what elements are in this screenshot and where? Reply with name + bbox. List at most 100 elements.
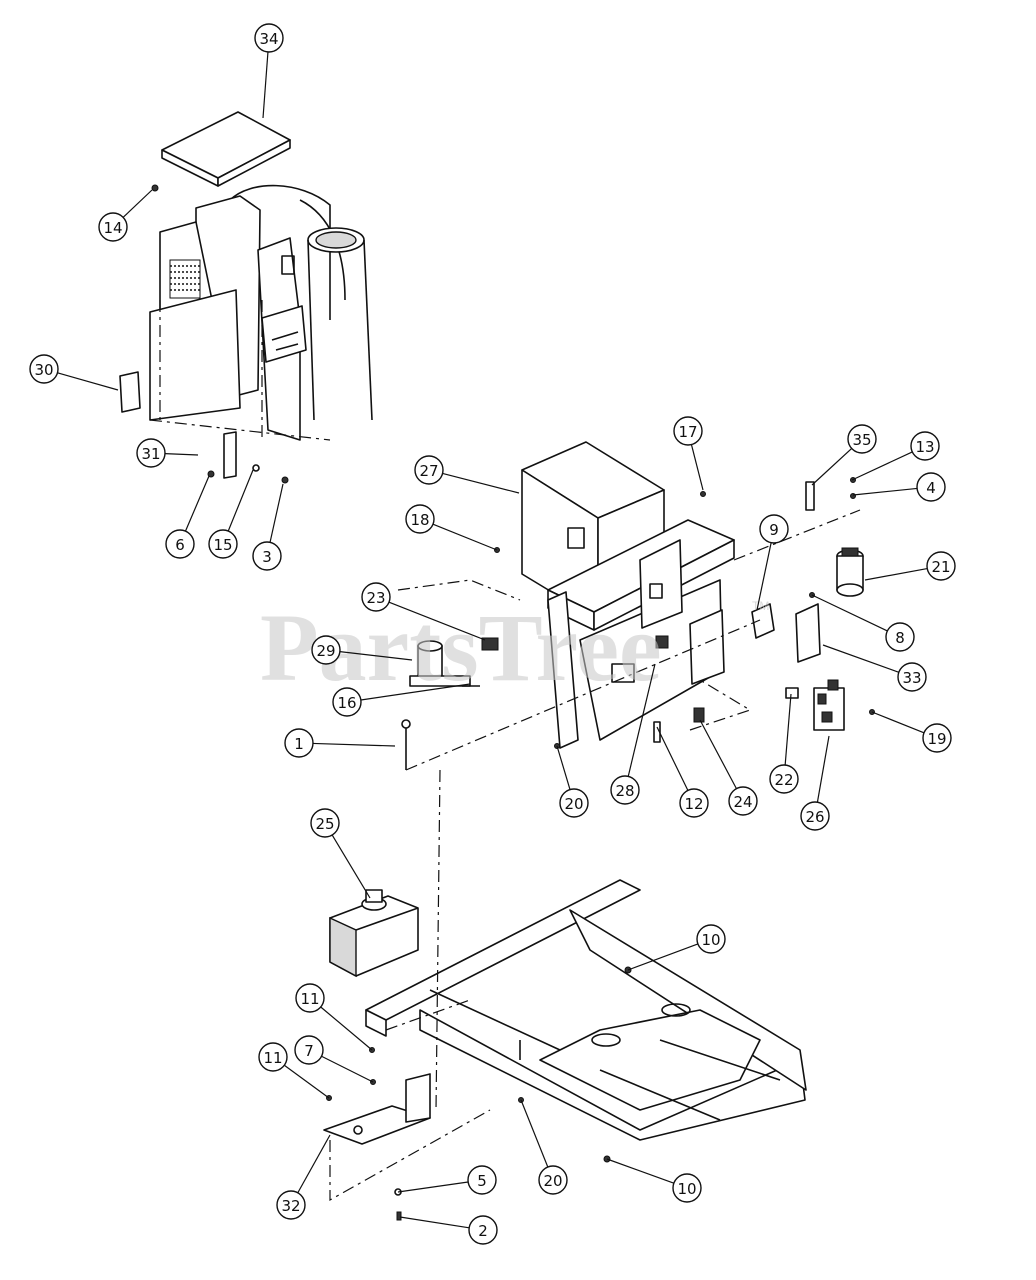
filter-part-21	[836, 547, 864, 597]
callout-c25[interactable]: 25	[310, 808, 371, 899]
callout-number: 15	[213, 536, 232, 554]
callout-circle	[310, 808, 340, 838]
callout-number: 29	[316, 642, 335, 660]
callout-c26[interactable]: 26	[800, 735, 830, 831]
callout-c30[interactable]: 30	[29, 354, 119, 391]
callout-c15[interactable]: 15	[208, 469, 254, 559]
callout-circle	[405, 504, 435, 534]
callout-c14[interactable]: 14	[98, 189, 153, 242]
callout-c35[interactable]: 35	[811, 424, 877, 486]
callout-c20a[interactable]: 20	[556, 745, 589, 818]
leader-line	[360, 683, 471, 701]
callout-c10b[interactable]: 10	[606, 1158, 702, 1203]
callout-circle	[897, 662, 927, 692]
callout-circle	[254, 23, 284, 53]
callout-c34[interactable]: 34	[254, 23, 284, 119]
callout-circle	[922, 723, 952, 753]
valve-part-26	[813, 679, 845, 731]
callout-c33[interactable]: 33	[822, 644, 927, 692]
callout-circle	[295, 983, 325, 1013]
callout-c1[interactable]: 1	[284, 728, 396, 758]
callout-number: 22	[774, 771, 793, 789]
callout-number: 11	[300, 990, 319, 1008]
leader-line	[822, 644, 900, 673]
callout-circle	[885, 622, 915, 652]
callout-c29[interactable]: 29	[311, 635, 413, 665]
callout-c11b[interactable]: 11	[258, 1042, 330, 1099]
callout-c6[interactable]: 6	[165, 475, 210, 559]
leader-line	[227, 469, 254, 532]
callout-c21[interactable]: 21	[864, 551, 956, 581]
bracket-part-33	[795, 603, 821, 663]
callout-number: 4	[926, 479, 936, 497]
callout-c4[interactable]: 4	[852, 472, 946, 502]
callout-c31[interactable]: 31	[136, 438, 199, 468]
chute-housing-assembly	[119, 111, 373, 484]
fitting-part-22	[785, 687, 799, 699]
leader-line	[122, 189, 153, 218]
leader-line	[297, 1134, 331, 1194]
callout-number: 20	[543, 1172, 562, 1190]
callout-circle	[910, 431, 940, 461]
callout-c17[interactable]: 17	[673, 416, 704, 491]
callout-circle	[98, 212, 128, 242]
callout-circle	[728, 786, 758, 816]
callout-c32[interactable]: 32	[276, 1134, 331, 1220]
callout-circle	[847, 424, 877, 454]
callout-circle	[284, 728, 314, 758]
callout-number: 17	[678, 423, 697, 441]
callout-c20b[interactable]: 20	[520, 1099, 568, 1195]
frame-floor	[539, 1009, 761, 1111]
leader-line	[556, 745, 571, 790]
callout-number: 33	[902, 669, 921, 687]
callout-number: 9	[769, 521, 779, 539]
leader-line	[816, 735, 830, 803]
callout-c7[interactable]: 7	[294, 1035, 374, 1083]
callout-c28[interactable]: 28	[610, 663, 656, 805]
leader-line	[520, 1099, 549, 1168]
callout-c18[interactable]: 18	[405, 504, 498, 551]
callout-number: 19	[927, 730, 946, 748]
callout-number: 10	[701, 931, 720, 949]
callout-c16[interactable]: 16	[332, 683, 471, 717]
callout-circle	[252, 541, 282, 571]
leader-line	[690, 444, 704, 491]
leader-line	[432, 523, 498, 551]
callout-c5[interactable]: 5	[397, 1165, 497, 1195]
callout-circle	[361, 582, 391, 612]
plate-part-9	[751, 603, 775, 639]
callout-circle	[165, 529, 195, 559]
callout-c3[interactable]: 3	[252, 483, 284, 571]
callout-c22[interactable]: 22	[769, 693, 799, 794]
bracket-part-32	[323, 1073, 431, 1145]
callout-c19[interactable]: 19	[871, 711, 952, 753]
callout-c27[interactable]: 27	[414, 455, 520, 494]
vent-grille	[169, 259, 201, 299]
plate-part-31	[223, 431, 237, 479]
callout-c24[interactable]: 24	[699, 719, 758, 816]
callout-c11a[interactable]: 11	[295, 983, 373, 1051]
callout-number: 32	[281, 1197, 300, 1215]
callout-c8[interactable]: 8	[811, 594, 915, 652]
leader-line	[442, 472, 520, 494]
frame-assembly	[323, 769, 807, 1221]
callout-number: 5	[477, 1172, 487, 1190]
chute-opening	[315, 231, 357, 249]
callout-c23[interactable]: 23	[361, 582, 486, 641]
leader-line	[262, 51, 269, 119]
callout-c10a[interactable]: 10	[627, 924, 726, 971]
callout-number: 10	[677, 1180, 696, 1198]
lid-edge-right	[217, 139, 291, 187]
callout-circle	[696, 924, 726, 954]
watermark-trademark: TM	[752, 599, 769, 613]
shroud-curve	[229, 184, 331, 320]
callout-c13[interactable]: 13	[851, 431, 940, 481]
washer-part-15	[252, 464, 260, 472]
callout-number: 2	[478, 1222, 488, 1240]
callout-number: 1	[294, 735, 304, 753]
plate-part-30	[119, 371, 141, 413]
callout-c12[interactable]: 12	[656, 726, 709, 818]
callout-circle	[769, 764, 799, 794]
callout-c2[interactable]: 2	[399, 1215, 498, 1245]
callout-c9[interactable]: 9	[756, 514, 789, 611]
